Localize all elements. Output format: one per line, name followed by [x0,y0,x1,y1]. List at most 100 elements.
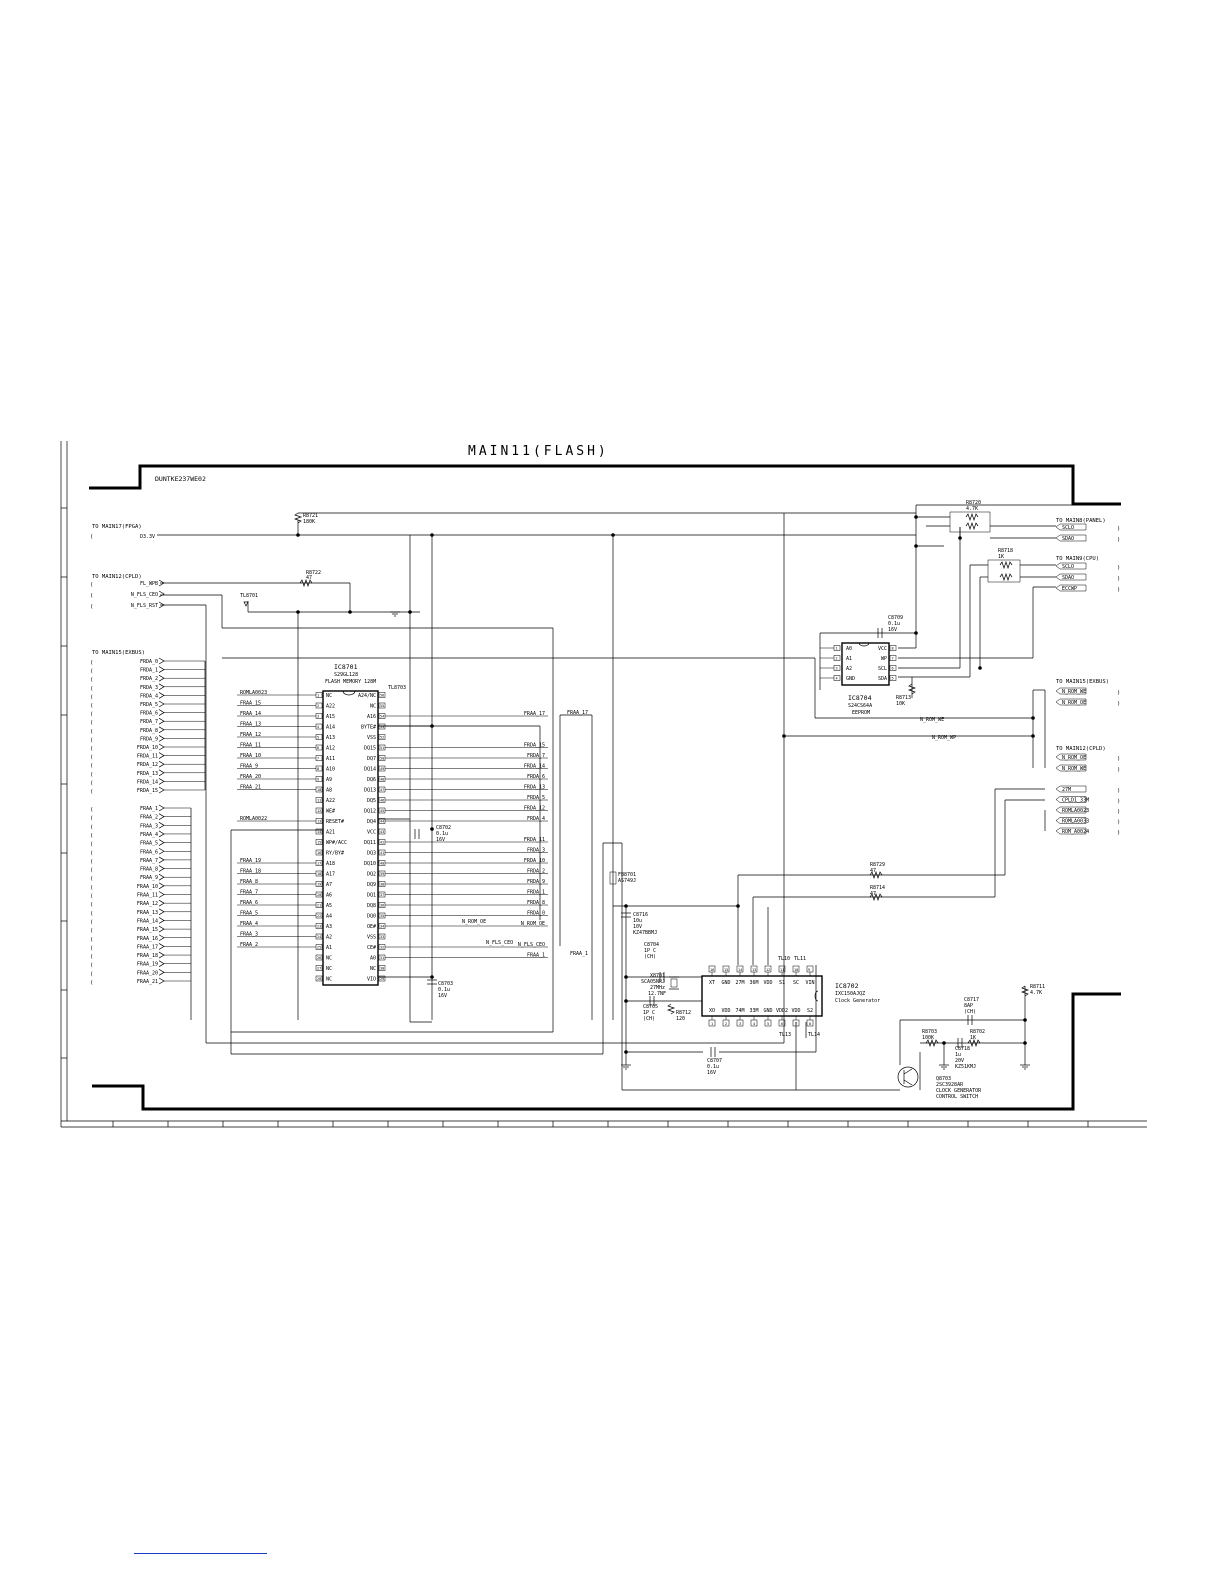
svg-text:(: ( [90,919,93,925]
connector-cpu: TO MAIN9(CPU) SCLO)SDAO)ECCWP) [1055,556,1120,593]
svg-text:C8716: C8716 [633,912,648,918]
svg-text:(: ( [90,677,93,683]
svg-text:C8705: C8705 [643,1004,658,1010]
svg-text:IC8701: IC8701 [334,663,358,671]
svg-text:FRDA_11: FRDA_11 [524,837,545,843]
svg-text:13: 13 [317,820,321,824]
svg-text:28: 28 [317,977,321,981]
svg-text:(: ( [90,963,93,969]
svg-text:(: ( [90,694,93,700]
svg-text:C8704: C8704 [644,942,659,948]
port-pin-exbus-addr-15: (FRAA_16 [90,934,165,943]
port-pin-panel-1: SDAO) [1055,534,1120,543]
svg-text:1K: 1K [998,554,1004,560]
svg-text:8: 8 [317,767,319,771]
svg-text:(: ( [90,755,93,761]
svg-text:FRAA_7: FRAA_7 [240,890,258,896]
svg-text:1: 1 [317,694,319,698]
svg-text:29: 29 [380,977,384,981]
svg-text:30: 30 [380,967,384,971]
svg-text:18: 18 [317,872,321,876]
svg-text:R8722: R8722 [306,570,321,576]
svg-text:12: 12 [766,968,770,972]
svg-text:C8709: C8709 [888,615,903,621]
svg-text:DQ12: DQ12 [364,809,376,815]
svg-text:(: ( [90,604,93,610]
svg-text:R8712: R8712 [676,1010,691,1016]
svg-text:A8: A8 [326,788,332,794]
svg-text:N_ROM_OE: N_ROM_OE [1062,700,1086,706]
svg-text:16V: 16V [707,1070,716,1076]
port-pin-exbus-addr-5: (FRAA_6 [90,847,165,856]
port-pin-clock-out-0: 27M) [1055,785,1120,794]
svg-text:5: 5 [892,677,894,681]
svg-text:26: 26 [317,956,321,960]
port-pin-exbus-addr-19: (FRAA_20 [90,969,165,977]
svg-text:1: 1 [711,1022,713,1026]
footer-link-underline[interactable] [134,1553,267,1554]
svg-text:(: ( [90,660,93,666]
svg-text:FRDA_14: FRDA_14 [137,779,158,785]
svg-text:4.7K: 4.7K [1030,990,1042,996]
ic8702-pin-4: 4 33M [749,1008,759,1027]
svg-text:VCC: VCC [367,830,376,836]
svg-text:FRDA_5: FRDA_5 [140,702,158,708]
svg-text:KZ51KMJ: KZ51KMJ [955,1064,976,1070]
svg-text:N_ROM_WE: N_ROM_WE [1062,689,1086,695]
svg-text:8: 8 [809,1022,811,1026]
svg-text:TO MAIN17(FPGA): TO MAIN17(FPGA) [92,524,142,530]
svg-text:(: ( [90,824,93,830]
ic8702-pin-1: 1XO [708,1008,716,1027]
svg-text:4: 4 [753,1022,755,1026]
svg-text:A12: A12 [326,746,335,752]
svg-text:FRAA_21: FRAA_21 [137,979,158,985]
svg-text:FRAA_15: FRAA_15 [137,927,158,933]
svg-text:X8701: X8701 [650,973,665,979]
svg-text:38: 38 [380,883,384,887]
svg-text:(: ( [90,816,93,822]
svg-text:A4: A4 [326,914,332,920]
svg-text:33M: 33M [749,1008,758,1014]
svg-text:(: ( [90,928,93,934]
svg-text:FRDA_2: FRDA_2 [527,869,545,875]
svg-text:AS749J: AS749J [618,878,636,884]
svg-text:(: ( [90,937,93,943]
svg-text:27MHz: 27MHz [650,985,665,991]
svg-text:SDA: SDA [878,676,887,682]
svg-text:XT: XT [709,980,715,986]
svg-text:N_ROM_OE: N_ROM_OE [462,919,486,925]
svg-text:FRAA_13: FRAA_13 [240,722,261,728]
port-pin-exbus-addr-8: (FRAA_9 [90,873,165,882]
svg-text:WE#: WE# [326,809,335,815]
svg-text:R8713: R8713 [896,695,911,701]
svg-text:ROM_A0024: ROM_A0024 [1062,829,1089,835]
svg-text:C8718: C8718 [955,1046,970,1052]
svg-text:34: 34 [380,925,384,929]
ground-symbol [939,1064,949,1070]
svg-text:DQ0: DQ0 [367,914,376,920]
svg-text:0.1u: 0.1u [436,831,448,837]
svg-text:IC8704: IC8704 [848,694,872,702]
svg-text:FRDA_3: FRDA_3 [527,848,545,854]
svg-text:): ) [1117,756,1120,762]
svg-text:FRDA_0: FRDA_0 [527,911,545,917]
svg-text:): ) [1117,767,1120,773]
port-pin-exbus-data-6: (FRDA_6 [90,709,165,718]
